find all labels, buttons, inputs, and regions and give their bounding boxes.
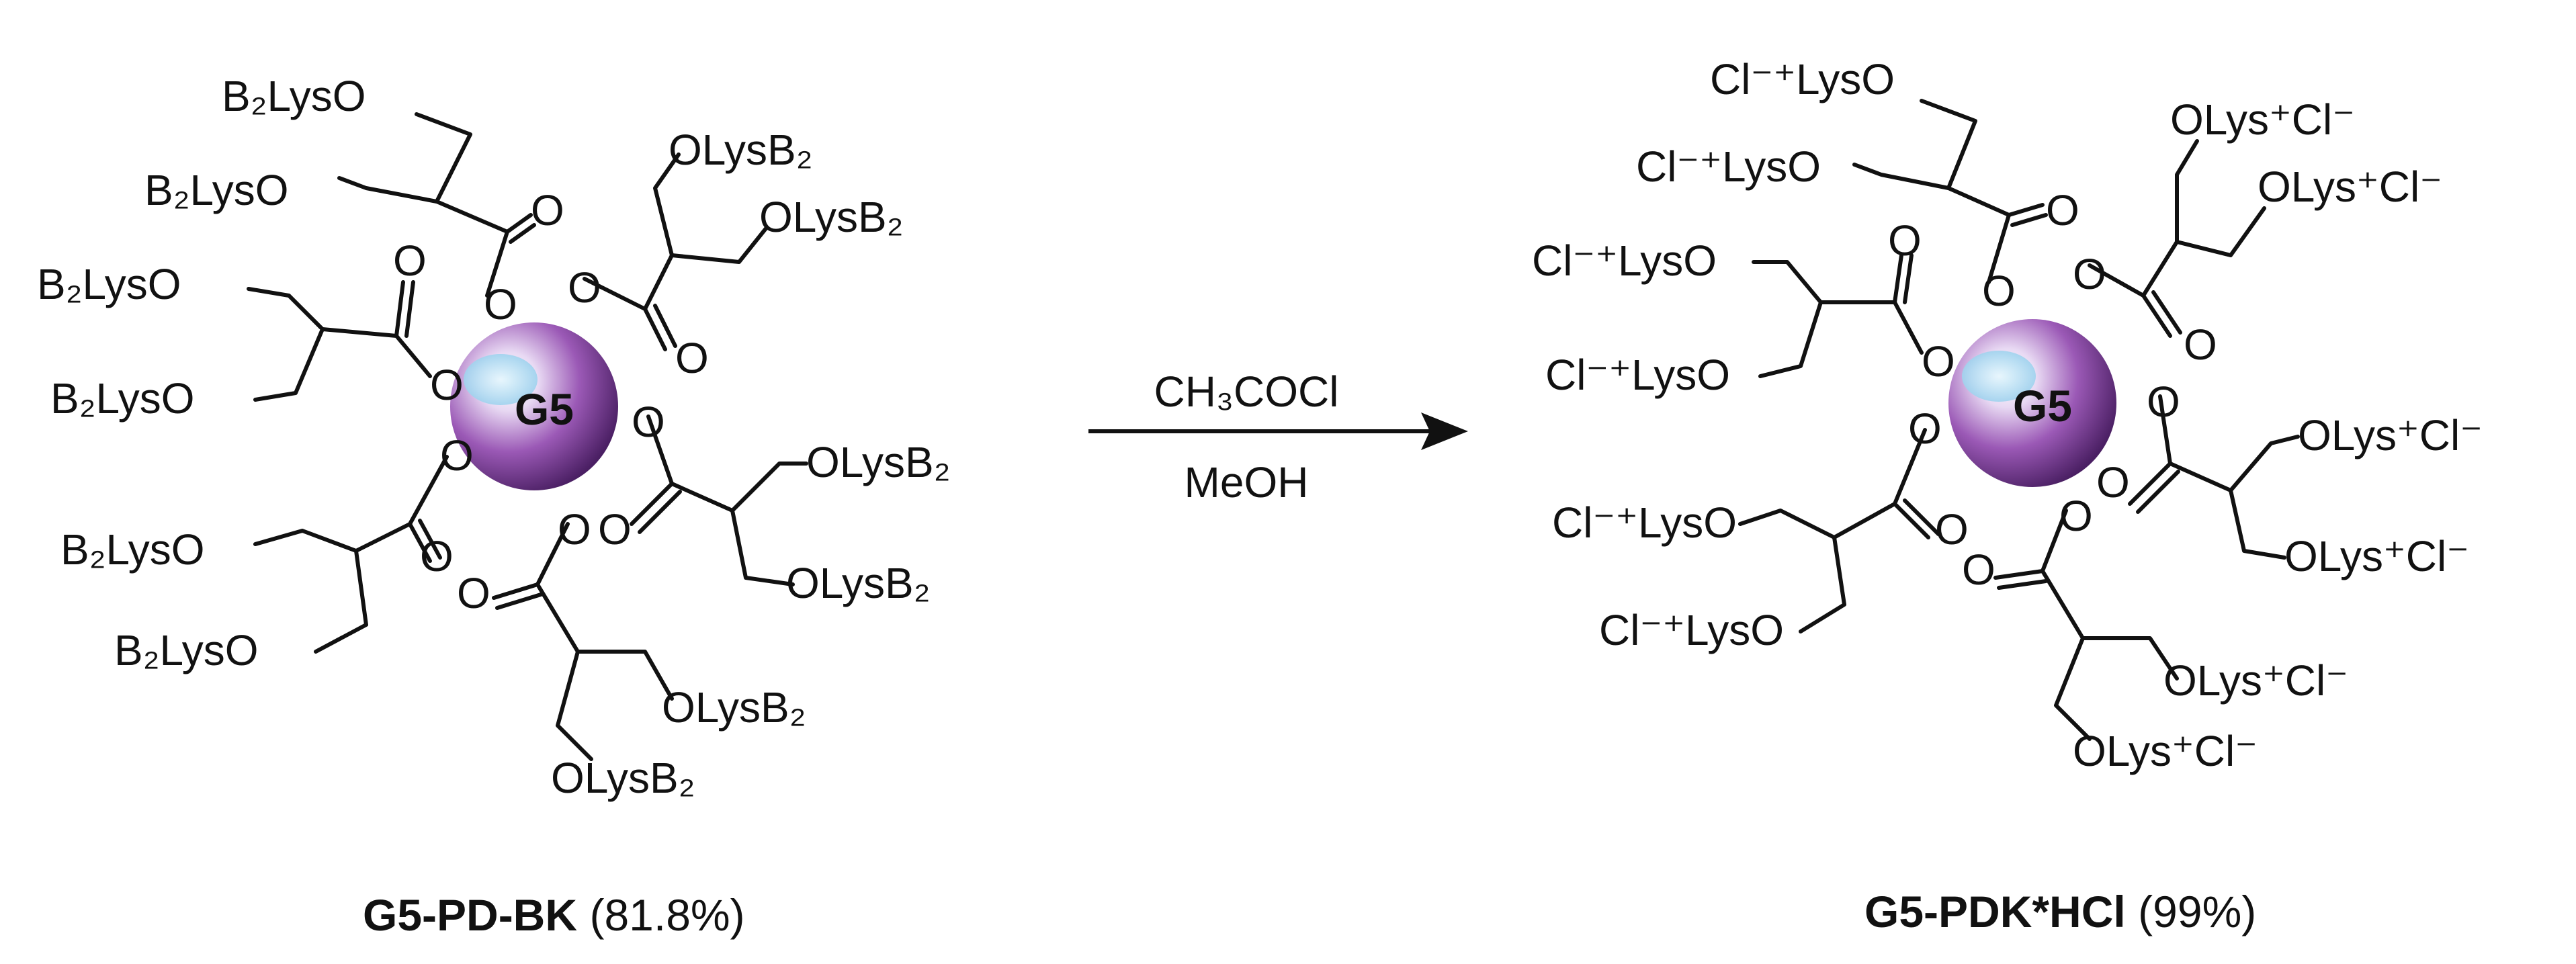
product-arm-label: Cl⁻⁺LysO — [1710, 55, 1895, 103]
svg-text:O: O — [1962, 545, 1995, 594]
svg-text:O: O — [440, 431, 474, 480]
product-carbonyl-oxygens: O O O O O O — [1888, 186, 2217, 594]
product-yield: (99%) — [2138, 887, 2256, 936]
reactant-structure: G5 O O O O O O O O O O O O — [37, 72, 951, 940]
reactant-arm-label: OLysB₂ — [551, 754, 695, 802]
product-arm-labels: Cl⁻⁺LysO Cl⁻⁺LysO OLys⁺Cl⁻ OLys⁺Cl⁻ Cl⁻⁺… — [1532, 55, 2483, 775]
reactant-arm-label: B₂LysO — [37, 260, 181, 308]
reactant-arm-label: B₂LysO — [144, 166, 289, 214]
product-arm-label: OLys⁺Cl⁻ — [2073, 727, 2258, 775]
product-arm-label: OLys⁺Cl⁻ — [2258, 163, 2442, 211]
svg-text:O: O — [393, 236, 427, 285]
product-arm-label: Cl⁻⁺LysO — [1545, 351, 1730, 399]
product-caption: G5-PDK*HCl (99%) — [1864, 887, 2256, 936]
reactant-carbonyl-oxygens: O O O O O O — [393, 186, 709, 617]
product-arm-label: Cl⁻⁺LysO — [1552, 498, 1737, 547]
reactant-name: G5-PD-BK — [363, 890, 577, 940]
product-ester-oxygens: O O O O O O — [1908, 250, 2180, 540]
reactant-arm-label: B₂LysO — [222, 72, 366, 120]
reactant-arm-label: B₂LysO — [50, 374, 195, 423]
product-core-sphere: G5 — [1948, 319, 2116, 487]
product-arm-label: OLys⁺Cl⁻ — [2284, 532, 2469, 580]
product-core-label: G5 — [2013, 381, 2072, 431]
reactant-arm-label: OLysB₂ — [786, 559, 931, 607]
svg-text:O: O — [531, 186, 564, 234]
reactant-arm-label: B₂LysO — [114, 626, 259, 674]
product-structure: G5 O O O O O O O O O O O O — [1532, 55, 2483, 936]
reactant-caption: G5-PD-BK (81.8%) — [363, 890, 745, 940]
product-arm-label: OLys⁺Cl⁻ — [2163, 656, 2348, 705]
product-arm-label: Cl⁻⁺LysO — [1599, 606, 1784, 654]
reactant-core-label: G5 — [515, 384, 574, 434]
reagent-bottom: MeOH — [1185, 458, 1309, 507]
svg-text:O: O — [457, 569, 490, 617]
svg-text:O: O — [2073, 250, 2106, 298]
svg-text:O: O — [1888, 216, 1922, 265]
svg-text:O: O — [1935, 505, 1969, 554]
reactant-core-sphere: G5 — [450, 322, 618, 490]
reaction-arrow-group: CH₃COCl MeOH — [1088, 367, 1468, 507]
svg-text:O: O — [568, 263, 601, 312]
reactant-arm-label: OLysB₂ — [662, 683, 806, 732]
svg-text:O: O — [1982, 267, 2016, 315]
product-arm-label: OLys⁺Cl⁻ — [2170, 95, 2355, 144]
reactant-arm-label: OLysB₂ — [806, 438, 951, 486]
reaction-arrowhead — [1421, 412, 1468, 450]
reactant-arm-labels: B₂LysO B₂LysO OLysB₂ OLysB₂ B₂LysO B₂Lys… — [37, 72, 951, 802]
reagent-top: CH₃COCl — [1154, 367, 1339, 416]
product-name: G5-PDK*HCl — [1864, 887, 2126, 936]
reactant-yield: (81.8%) — [589, 890, 744, 940]
svg-text:O: O — [430, 361, 464, 409]
reactant-arm-label: OLysB₂ — [669, 126, 813, 174]
svg-text:O: O — [675, 334, 709, 382]
product-arm-label: OLys⁺Cl⁻ — [2298, 411, 2483, 459]
svg-text:O: O — [598, 505, 632, 554]
product-arm-label: Cl⁻⁺LysO — [1532, 236, 1717, 285]
svg-text:O: O — [2046, 186, 2079, 234]
svg-text:O: O — [2184, 320, 2217, 369]
product-arm-label: Cl⁻⁺LysO — [1636, 142, 1821, 191]
svg-text:O: O — [420, 532, 454, 580]
reactant-arm-label: OLysB₂ — [759, 193, 904, 241]
reactant-arm-label: B₂LysO — [60, 525, 205, 574]
svg-text:O: O — [558, 505, 591, 554]
svg-text:O: O — [2096, 458, 2130, 507]
product-bonds — [1738, 99, 2300, 741]
reactant-bonds — [247, 112, 808, 761]
svg-text:O: O — [1922, 337, 1955, 386]
